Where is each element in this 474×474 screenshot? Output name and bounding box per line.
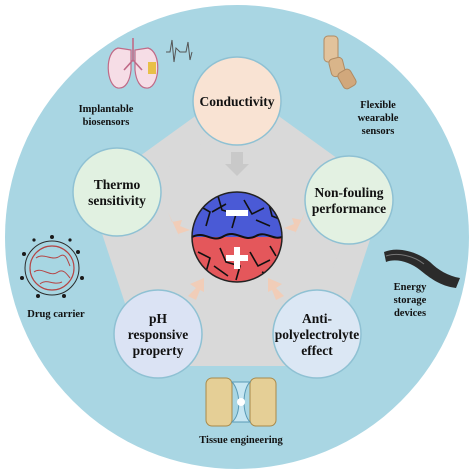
robotic-finger-icon [323, 35, 357, 90]
property-label: Non-fouling [314, 185, 383, 200]
property-label: Thermo [94, 177, 141, 192]
arrow-from-thermo [168, 212, 190, 238]
property-label: effect [301, 343, 333, 358]
property-circle [192, 56, 282, 146]
application-label: Tissue engineering [199, 435, 283, 446]
application-label: Energy [394, 282, 427, 293]
property-circles: ConductivityNon-foulingperformanceAnti-p… [72, 56, 394, 379]
flexible-battery-icon [384, 249, 460, 288]
application-labels: Implantable biosensors Flexible wearable sen… [27, 100, 427, 446]
bone-joint-icon [205, 377, 277, 427]
application-label: Drug carrier [27, 309, 85, 320]
arrow-from-anti-polyelectrolyte [268, 278, 284, 300]
application-label: biosensors [83, 117, 130, 128]
lungs-sensor-icon [107, 38, 193, 89]
property-label: performance [312, 201, 386, 216]
application-label: sensors [362, 126, 395, 137]
property-label: Anti- [302, 311, 332, 326]
property-label: sensitivity [88, 193, 146, 208]
arrow-from-ph [188, 278, 204, 300]
application-flexible-wearable-sensors: Flexible wearable sensors [358, 100, 399, 137]
property-circle [72, 147, 162, 237]
property-label: property [133, 343, 184, 358]
drug-carrier-sphere-icon [20, 235, 84, 298]
property-circle [113, 289, 203, 379]
application-drug-carrier: Drug carrier [27, 309, 85, 320]
application-label: wearable [358, 113, 399, 124]
property-label: responsive [128, 327, 189, 342]
plus-sign-icon [226, 247, 248, 269]
property-label: Conductivity [199, 94, 274, 109]
arrows [168, 152, 306, 300]
application-label: Flexible [360, 100, 396, 111]
arrow-from-non-fouling [284, 210, 306, 236]
property-label: polyelectrolyte [275, 327, 359, 342]
application-label: Implantable [79, 104, 134, 115]
arrow-from-conductivity [225, 152, 249, 176]
application-label: devices [394, 308, 426, 319]
property-conductivity: Conductivity [192, 56, 282, 146]
minus-sign-icon [226, 210, 248, 216]
application-tissue-engineering: Tissue engineering [199, 435, 283, 446]
application-label: storage [394, 295, 427, 306]
property-label: pH [149, 311, 168, 326]
application-implantable-biosensors: Implantable biosensors [79, 104, 134, 128]
property-circle [272, 289, 362, 379]
property-circle [304, 155, 394, 245]
application-energy-storage-devices: Energy storage devices [394, 282, 427, 319]
